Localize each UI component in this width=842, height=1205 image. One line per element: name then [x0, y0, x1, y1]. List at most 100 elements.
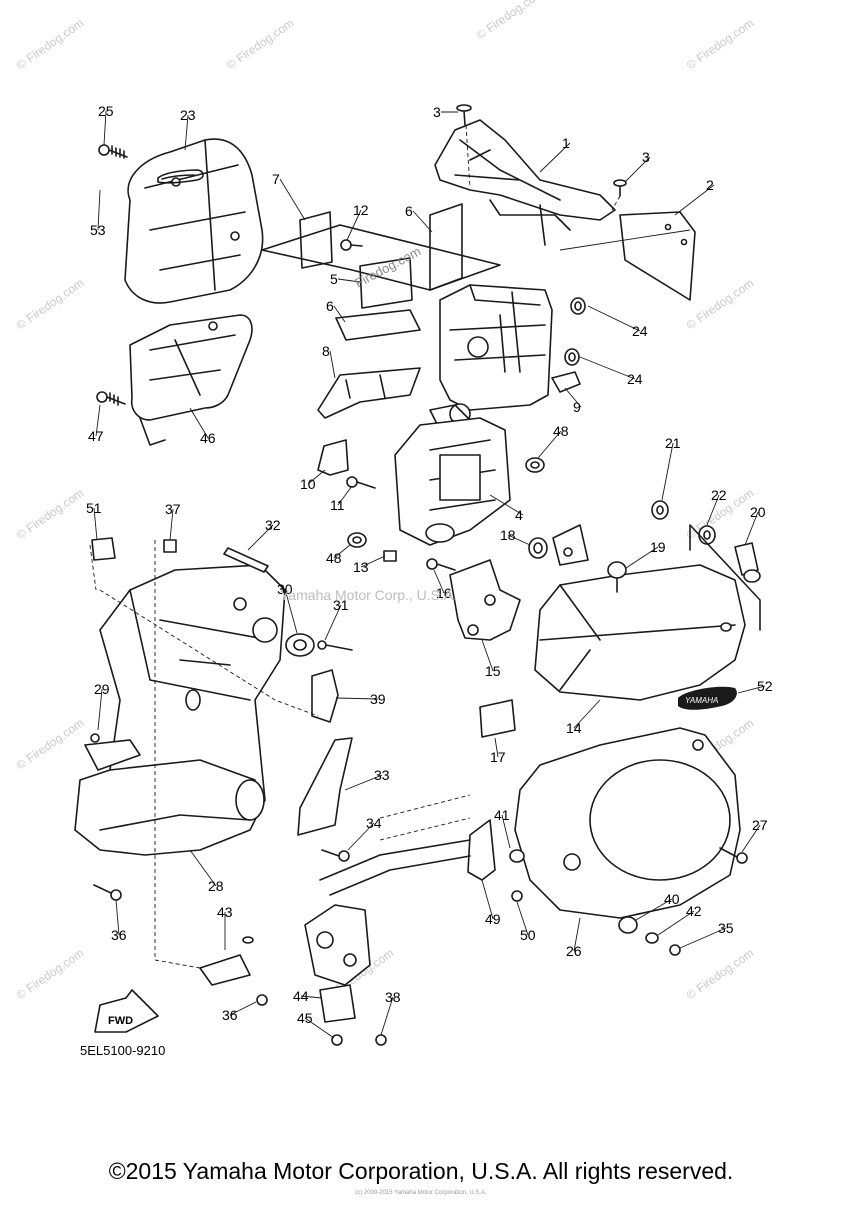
cover-46: [129, 314, 253, 446]
rivet-3a: [456, 104, 472, 126]
leader-line: [706, 494, 720, 526]
part-number-label: 24: [627, 371, 643, 387]
leader-line: [247, 524, 274, 551]
emblem-text: YAMAHA: [685, 696, 718, 705]
leader-line: [184, 114, 189, 151]
part-number-label: 21: [665, 435, 681, 451]
leader-line: [229, 1001, 257, 1016]
leader-line: [661, 442, 674, 501]
part-number-label: 48: [553, 423, 569, 439]
grommet-40: [618, 916, 638, 934]
part-number-label: 9: [573, 399, 581, 415]
leader-line: [674, 184, 715, 216]
bolt-36b: [256, 994, 268, 1006]
leader-line: [95, 404, 101, 437]
part-number-label: 6: [326, 298, 334, 314]
part-number-label: 45: [297, 1010, 313, 1026]
part-number-label: 42: [686, 903, 702, 919]
part-number-label: 36: [222, 1007, 238, 1023]
leader-line: [741, 824, 761, 853]
leader-line: [412, 210, 433, 233]
leader-line: [360, 555, 386, 568]
bolt-11: [346, 476, 376, 489]
grommet-19: [607, 561, 627, 593]
lock-20: [734, 542, 761, 583]
leader-line: [573, 917, 581, 952]
pad-6-upper: [429, 203, 463, 291]
block-51: [91, 537, 116, 561]
part-number-label: 25: [98, 103, 114, 119]
grommet-22: [698, 525, 716, 545]
bolt-38: [375, 1034, 387, 1046]
rod-32: [223, 547, 269, 573]
part-number-label: 49: [485, 911, 501, 927]
part-number-label: 6: [405, 203, 413, 219]
pad-17: [479, 699, 516, 738]
leader-line: [337, 278, 361, 283]
part-number-label: 22: [711, 487, 727, 503]
leader-line: [115, 899, 120, 936]
part-number-label: 33: [374, 767, 390, 783]
clamp-39: [311, 669, 339, 723]
part-number-label: 34: [366, 815, 382, 831]
leader-line: [564, 387, 582, 408]
leader-line: [169, 508, 174, 541]
bracket-15: [449, 559, 521, 641]
leader-line: [433, 569, 445, 594]
leader-line: [284, 588, 298, 634]
pad-7: [299, 211, 333, 269]
part-number-label: 16: [436, 585, 452, 601]
grommet-24a: [570, 297, 586, 315]
leader-line: [744, 511, 759, 546]
leader-line: [624, 156, 651, 183]
clip-37: [163, 539, 177, 553]
leader-line: [537, 430, 562, 459]
leader-line: [333, 305, 346, 323]
leader-line: [300, 995, 323, 999]
battery-box: [429, 284, 553, 431]
part-number-label: 17: [490, 749, 506, 765]
collar-42: [645, 932, 659, 944]
bracket-18b: [552, 524, 589, 566]
watermark: © Firedog.com: [684, 946, 757, 1003]
part-number-label: 8: [322, 343, 330, 359]
leader-line: [679, 927, 727, 949]
plate-1: [434, 119, 616, 246]
part-number-label: 29: [94, 681, 110, 697]
leader-line: [329, 350, 336, 379]
bolt-27: [719, 847, 748, 864]
watermark: © Firedog.com: [14, 946, 87, 1003]
part-number-label: 40: [664, 891, 680, 907]
bracket-9: [551, 371, 581, 393]
part-number-label: 26: [566, 943, 582, 959]
part-number-label: 37: [165, 501, 181, 517]
leader-line: [93, 507, 98, 541]
part-number-label: 39: [370, 691, 386, 707]
part-number-label: 53: [90, 222, 106, 238]
damper-30: [285, 633, 315, 657]
bolt-50: [511, 890, 523, 902]
frame-28: [74, 564, 286, 856]
grommet-18: [528, 537, 548, 559]
bolt-16: [426, 558, 456, 571]
leader-line: [501, 814, 511, 849]
plate-2: [619, 211, 696, 301]
collar-41: [509, 849, 525, 863]
leader-line: [539, 142, 571, 173]
screw-12: [340, 239, 363, 251]
pad-5: [359, 257, 413, 309]
part-number-label: 43: [217, 904, 233, 920]
leader-line: [481, 879, 494, 920]
part-number-label: 13: [353, 559, 369, 575]
leader-line: [573, 699, 601, 729]
part-number-label: 28: [208, 878, 224, 894]
watermark: © Firedog.com: [684, 16, 757, 73]
cover-26: [514, 727, 741, 919]
grommet-24b: [564, 348, 580, 366]
watermark: © Firedog.com: [14, 716, 87, 773]
valve-assembly: [304, 904, 371, 986]
part-number-label: 41: [494, 807, 510, 823]
watermark: © Firedog.com: [14, 16, 87, 73]
part-number-label: 35: [718, 920, 734, 936]
